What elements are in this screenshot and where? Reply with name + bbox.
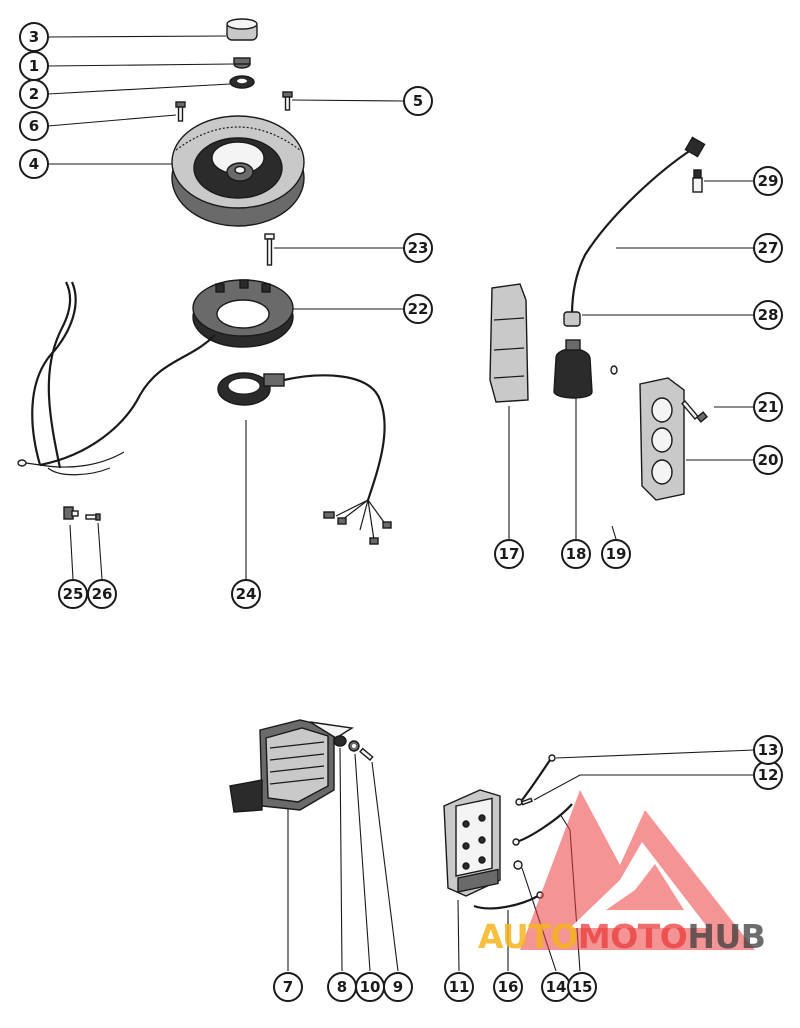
callout-label: 7: [283, 978, 293, 996]
trigger-coil-part: [217, 372, 285, 406]
callout-9: 9: [383, 972, 413, 1002]
callout-label: 21: [758, 398, 779, 416]
callout-4: 4: [19, 149, 49, 179]
spark-plug-29-part: [692, 169, 703, 193]
nut-14-part: [513, 860, 523, 870]
callout-11: 11: [444, 972, 474, 1002]
callout-10: 10: [355, 972, 385, 1002]
callout-label: 12: [758, 766, 779, 784]
callout-28: 28: [753, 300, 783, 330]
callout-label: 20: [758, 451, 779, 469]
callout-19: 19: [601, 539, 631, 569]
callout-label: 6: [29, 117, 39, 135]
callout-label: 15: [572, 978, 593, 996]
screw-5-part: [282, 91, 293, 111]
watermark-text: AUTOMOTOHUB: [478, 917, 766, 956]
callout-label: 8: [337, 978, 347, 996]
callout-7: 7: [273, 972, 303, 1002]
ignition-coil-18-part: [553, 339, 593, 399]
flywheel-cap-part: [226, 18, 258, 41]
screw-6-part: [175, 101, 186, 122]
callout-label: 1: [29, 57, 39, 75]
spark-plug-lead-part: [563, 136, 706, 327]
leader-lines: [47, 35, 755, 972]
rectifier-11-part: [443, 789, 501, 897]
automotohub-watermark: AUTOMOTOHUB: [470, 770, 800, 1000]
terminal-25-part: [63, 506, 79, 520]
flywheel-part: [171, 115, 305, 227]
callout-label: 23: [408, 239, 429, 257]
screw-26-part: [85, 513, 101, 521]
coil-cover-17-part: [489, 283, 529, 403]
callout-22: 22: [403, 294, 433, 324]
callout-8: 8: [327, 972, 357, 1002]
callout-label: 18: [566, 545, 587, 563]
callout-2: 2: [19, 79, 49, 109]
callout-13: 13: [753, 735, 783, 765]
callout-16: 16: [493, 972, 523, 1002]
callout-label: 19: [606, 545, 627, 563]
washer-10-part: [348, 740, 360, 752]
callout-label: 29: [758, 172, 779, 190]
callout-label: 14: [546, 978, 567, 996]
callout-23: 23: [403, 233, 433, 263]
flywheel-nut-part: [233, 57, 251, 69]
watermark-logo-icon: [520, 790, 755, 950]
callout-18: 18: [561, 539, 591, 569]
coil-cover-20-part: [639, 377, 685, 501]
screw-9-part: [359, 747, 374, 762]
callout-label: 4: [29, 155, 39, 173]
callout-label: 2: [29, 85, 39, 103]
callout-27: 27: [753, 233, 783, 263]
callout-29: 29: [753, 166, 783, 196]
watermark-moto: MOTO: [577, 917, 688, 956]
callout-15: 15: [567, 972, 597, 1002]
wire-13-part: [515, 754, 556, 806]
callout-label: 9: [393, 978, 403, 996]
callout-1: 1: [19, 51, 49, 81]
callout-20: 20: [753, 445, 783, 475]
nut-8-part: [333, 735, 347, 747]
callout-24: 24: [231, 579, 261, 609]
callout-label: 17: [499, 545, 520, 563]
callout-17: 17: [494, 539, 524, 569]
callout-label: 24: [236, 585, 257, 603]
wire-15-part: [512, 803, 573, 846]
callout-21: 21: [753, 392, 783, 422]
watermark-auto: AUTO: [478, 917, 578, 956]
callout-label: 28: [758, 306, 779, 324]
callout-label: 27: [758, 239, 779, 257]
stator-part: [192, 279, 294, 348]
callout-25: 25: [58, 579, 88, 609]
watermark-hub: HUB: [687, 917, 766, 956]
small-part-19: [610, 365, 618, 375]
callout-label: 5: [413, 92, 423, 110]
screw-12-part: [520, 797, 533, 806]
callout-label: 3: [29, 28, 39, 46]
stator-wire-harness: [17, 281, 216, 476]
washer-part: [229, 75, 255, 89]
callout-6: 6: [19, 111, 49, 141]
callout-label: 13: [758, 741, 779, 759]
callout-label: 26: [92, 585, 113, 603]
callout-label: 22: [408, 300, 429, 318]
callout-label: 11: [449, 978, 470, 996]
callout-3: 3: [19, 22, 49, 52]
callout-label: 16: [498, 978, 519, 996]
screw-21-part: [681, 400, 708, 423]
switch-box-7-part: [229, 719, 354, 813]
callout-26: 26: [87, 579, 117, 609]
trigger-wire-harness: [283, 374, 392, 545]
callout-5: 5: [403, 86, 433, 116]
callout-label: 10: [360, 978, 381, 996]
callout-label: 25: [63, 585, 84, 603]
bolt-23-part: [264, 233, 275, 266]
